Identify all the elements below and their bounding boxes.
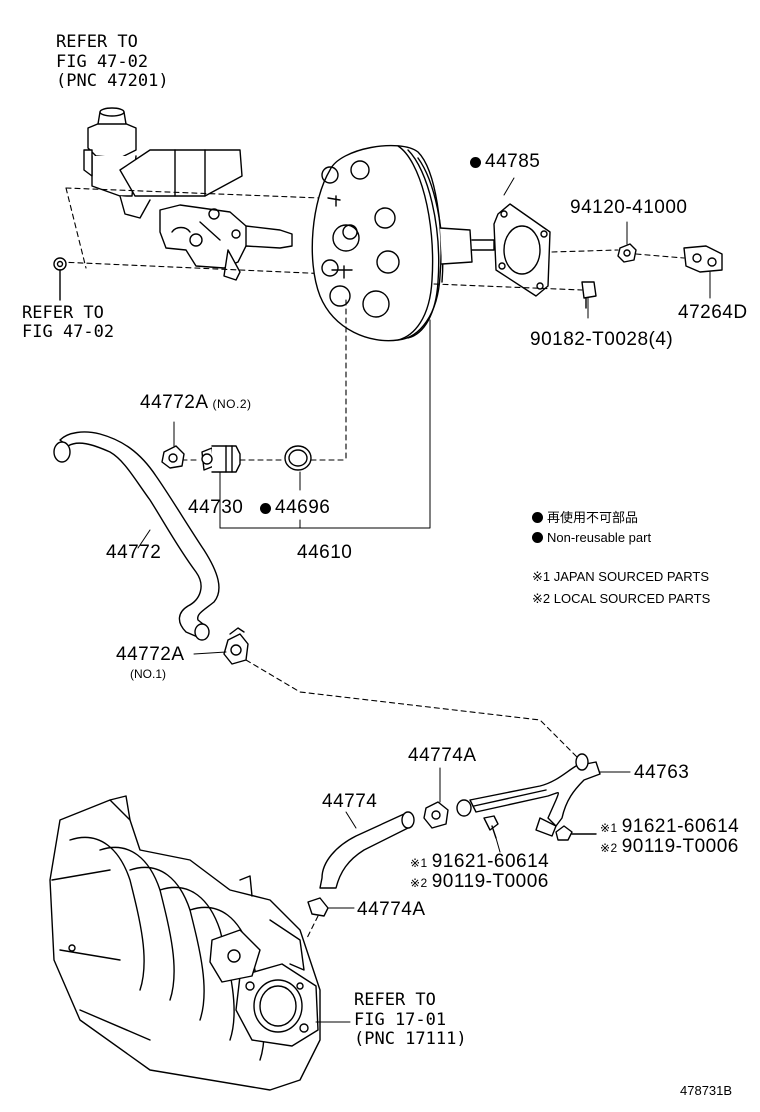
ref-throttle-line2: FIG 17-01	[354, 1010, 447, 1030]
non-reusable-dot-icon	[260, 503, 271, 514]
guide-lines-master	[59, 187, 331, 275]
bolt-mid-drawing	[483, 815, 499, 839]
ref-master-line2: FIG 47-02	[56, 52, 149, 72]
guide-lines-right	[345, 249, 685, 461]
legend-note1: ※1 JAPAN SOURCED PARTS	[532, 569, 710, 584]
label-44772A-no1: 44772A	[116, 644, 185, 665]
legend-note2: ※2 LOCAL SOURCED PARTS	[532, 591, 711, 606]
label-44772A-no2-note: (NO.2)	[212, 397, 252, 411]
label-44785: 44785	[470, 152, 540, 171]
hose-44774-drawing	[319, 811, 415, 889]
figure-id: 478731B	[680, 1083, 733, 1098]
clamp-top-drawing	[423, 801, 449, 829]
bolt-right-drawing	[555, 825, 597, 841]
ref-master-line3: (PNC 47201)	[56, 71, 169, 91]
label-44774A-bottom: 44774A	[357, 899, 426, 920]
label-90182-T0028: 90182-T0028(4)	[530, 329, 674, 350]
label-91621-mid-text: 91621-60614	[431, 851, 550, 872]
label-44696-text: 44696	[275, 497, 331, 518]
ref-throttle-line3: (PNC 17111)	[354, 1029, 467, 1049]
label-44763: 44763	[634, 762, 690, 783]
mark1-right: ※1	[600, 821, 618, 835]
clamp-bottom-drawing	[307, 897, 329, 917]
master-cylinder-drawing	[83, 107, 293, 281]
nut-drawing	[617, 243, 637, 263]
bracket-drawing	[683, 245, 723, 273]
label-44772A-no2-text: 44772A	[140, 392, 209, 413]
brake-booster-drawing	[311, 144, 495, 342]
label-94120-41000: 94120-41000	[570, 197, 688, 218]
clip-drawing	[53, 257, 67, 301]
ref-clip-line1: REFER TO	[22, 303, 104, 323]
legend-en-text: Non-reusable part	[547, 530, 652, 545]
ref-master-line1: REFER TO	[56, 32, 138, 52]
mark2-mid: ※2	[410, 876, 428, 890]
vacuum-pipe-drawing	[456, 753, 601, 837]
label-44774A-top: 44774A	[408, 745, 477, 766]
legend-jp-text: 再使用不可部品	[547, 510, 639, 525]
intake-manifold-drawing	[49, 795, 321, 1091]
label-44730: 44730	[188, 497, 244, 518]
non-reusable-dot-icon	[532, 532, 543, 543]
hose-44772-drawing	[53, 431, 220, 641]
legend-en: Non-reusable part	[532, 531, 651, 544]
label-90119-mid-text: 90119-T0006	[431, 871, 549, 892]
label-44772A-no2: 44772A(NO.2)	[140, 393, 252, 412]
label-44610: 44610	[297, 542, 353, 563]
ref-clip-line2: FIG 47-02	[22, 322, 115, 342]
gasket-drawing	[493, 203, 551, 297]
label-44772: 44772	[106, 542, 162, 563]
mark1-mid: ※1	[410, 856, 428, 870]
label-90119-right-text: 90119-T0006	[621, 836, 739, 857]
label-44774: 44774	[322, 791, 378, 812]
check-valve-drawing	[201, 445, 241, 473]
label-44785-text: 44785	[485, 151, 541, 172]
label-44696: 44696	[260, 498, 330, 517]
label-47264D: 47264D	[678, 302, 748, 323]
label-91621-right-text: 91621-60614	[621, 816, 740, 837]
clip-no1-drawing	[223, 627, 249, 665]
ref-throttle-line1: REFER TO	[354, 990, 436, 1010]
clip-no2-drawing	[161, 445, 185, 469]
mark2-right: ※2	[600, 841, 618, 855]
non-reusable-dot-icon	[532, 512, 543, 523]
non-reusable-dot-icon	[470, 157, 481, 168]
label-44772A-no1-note: (NO.1)	[130, 667, 166, 681]
grommet-drawing	[284, 445, 312, 471]
legend-jp: 再使用不可部品	[532, 511, 638, 524]
leader-44772	[137, 529, 151, 549]
bolt-drawing	[581, 281, 597, 309]
